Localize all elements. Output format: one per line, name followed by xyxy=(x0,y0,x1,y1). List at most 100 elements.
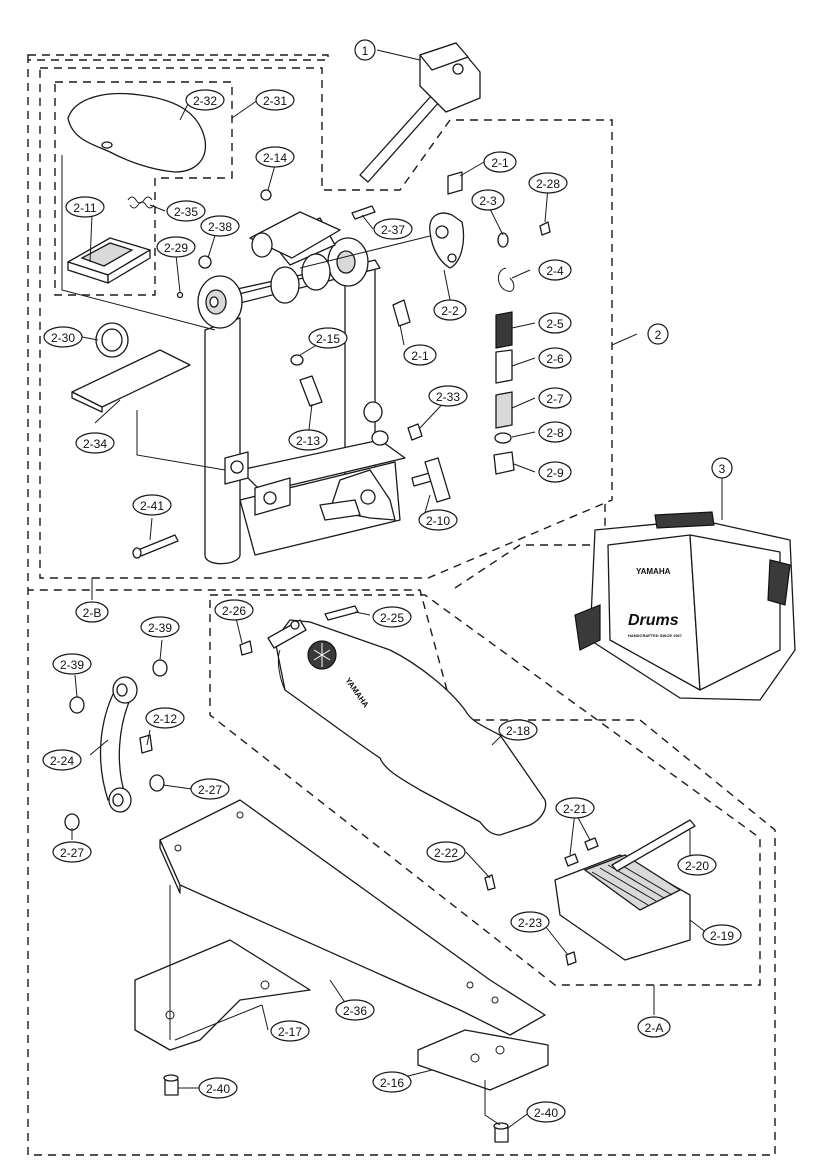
callout-label: 2-13 xyxy=(296,434,320,448)
toe-plate-2-19 xyxy=(554,819,696,966)
callout-label: 2-30 xyxy=(51,331,75,345)
callout-label: 2-40 xyxy=(206,1082,230,1096)
callout-p2A: 2-A xyxy=(637,1016,671,1038)
callout-label: 2 xyxy=(655,328,662,342)
callout-label: 2-25 xyxy=(380,611,404,625)
callout-bubbles: 1232-A2-B2-12-12-22-32-42-52-62-72-82-92… xyxy=(42,39,742,1123)
callout-label: 2-35 xyxy=(174,205,198,219)
callout-label: 2-31 xyxy=(263,94,287,108)
callout-label: 2-27 xyxy=(60,846,84,860)
hinge-link-2-24 xyxy=(64,659,168,831)
callout-label: 2-22 xyxy=(434,846,458,860)
callout-p2_10: 2-10 xyxy=(418,509,458,531)
callout-p2_31: 2-31 xyxy=(255,89,295,111)
group-outlines xyxy=(27,54,776,1156)
callout-label: 2-23 xyxy=(518,916,542,930)
leader-lines xyxy=(61,49,723,1129)
callout-p2_33: 2-33 xyxy=(428,385,468,407)
heel-plate-2-34 xyxy=(71,349,191,413)
callout-p2_15: 2-15 xyxy=(308,327,348,349)
bolt-2-41 xyxy=(132,534,179,559)
callout-p2: 2 xyxy=(647,323,669,345)
callout-label: 2-20 xyxy=(685,859,709,873)
callout-label: 2-1 xyxy=(411,349,429,363)
callout-p3: 3 xyxy=(711,457,733,479)
callout-label: 2-A xyxy=(645,1021,664,1035)
bolts-2-40 xyxy=(163,1074,509,1143)
callout-p2_1b: 2-1 xyxy=(403,344,437,366)
callout-label: 2-B xyxy=(83,606,102,620)
spring-assembly xyxy=(176,171,551,475)
callout-label: 2-26 xyxy=(222,604,246,618)
callout-label: 2-5 xyxy=(546,317,564,331)
callout-p2_28: 2-28 xyxy=(528,172,568,194)
callout-p2_29: 2-29 xyxy=(156,236,196,258)
callout-label: 2-32 xyxy=(193,94,217,108)
footboard-2-18: YAMAHA xyxy=(239,605,547,891)
callout-p2_24: 2-24 xyxy=(42,749,82,771)
callout-p2_23: 2-23 xyxy=(510,911,550,933)
callout-label: 2-39 xyxy=(60,658,84,672)
callout-p2_25: 2-25 xyxy=(372,606,412,628)
callout-p1: 1 xyxy=(354,39,376,61)
callout-p2_39a: 2-39 xyxy=(140,616,180,638)
callout-p2_26: 2-26 xyxy=(214,599,254,621)
outline-group-2-31 xyxy=(54,81,233,296)
callout-label: 2-38 xyxy=(208,220,232,234)
callout-p2_11: 2-11 xyxy=(65,196,105,218)
callout-p2_12: 2-12 xyxy=(145,707,185,729)
callout-p2_9: 2-9 xyxy=(538,461,572,483)
bag-brand: YAMAHA xyxy=(636,567,671,576)
callout-p2B: 2-B xyxy=(75,601,109,623)
callout-p2_30: 2-30 xyxy=(43,326,83,348)
callout-p2_18: 2-18 xyxy=(498,719,538,741)
callout-label: 2-24 xyxy=(50,754,74,768)
carrying-bag-3: YAMAHA Drums HANDCRAFTED SINCE 1967 xyxy=(574,511,796,701)
callout-p2_19: 2-19 xyxy=(702,924,742,946)
callout-label: 2-28 xyxy=(536,177,560,191)
callout-label: 2-7 xyxy=(546,392,564,406)
callout-p2_8: 2-8 xyxy=(538,421,572,443)
callout-p2_21: 2-21 xyxy=(555,797,595,819)
callout-p2_6: 2-6 xyxy=(538,347,572,369)
callout-label: 2-39 xyxy=(148,621,172,635)
callout-label: 2-6 xyxy=(546,352,564,366)
callout-p2_40b: 2-40 xyxy=(526,1101,566,1123)
callout-label: 2-17 xyxy=(278,1025,302,1039)
base-plate-2-36 xyxy=(159,799,546,1036)
callout-label: 2-37 xyxy=(381,223,405,237)
spring-2-35 xyxy=(127,196,155,209)
ring-2-30 xyxy=(95,322,129,358)
callout-p2_3: 2-3 xyxy=(471,189,505,211)
callout-p2_5: 2-5 xyxy=(538,312,572,334)
callout-p2_36: 2-36 xyxy=(335,999,375,1021)
callout-p2_7: 2-7 xyxy=(538,387,572,409)
callout-label: 2-29 xyxy=(164,241,188,255)
callout-label: 2-33 xyxy=(436,390,460,404)
outline-bag-region xyxy=(454,500,606,589)
callout-p2_35: 2-35 xyxy=(166,200,206,222)
callout-p2_1a: 2-1 xyxy=(483,151,517,173)
callout-p2_17: 2-17 xyxy=(270,1020,310,1042)
plate-2-16 xyxy=(417,1029,549,1091)
callout-label: 2-14 xyxy=(263,151,287,165)
callout-label: 2-36 xyxy=(343,1004,367,1018)
callout-p2_40a: 2-40 xyxy=(198,1077,238,1099)
callout-label: 2-10 xyxy=(426,514,450,528)
callout-label: 2-40 xyxy=(534,1106,558,1120)
callout-p2_41: 2-41 xyxy=(132,494,172,516)
callout-label: 3 xyxy=(719,462,726,476)
callout-p2_13: 2-13 xyxy=(288,429,328,451)
callout-label: 2-12 xyxy=(153,712,177,726)
callout-label: 1 xyxy=(362,44,369,58)
callout-p2_38: 2-38 xyxy=(200,215,240,237)
callout-label: 2-8 xyxy=(546,426,564,440)
bag-script: Drums xyxy=(628,612,679,629)
callout-p2_34: 2-34 xyxy=(75,432,115,454)
callout-p2_32: 2-32 xyxy=(185,89,225,111)
callout-label: 2-9 xyxy=(546,466,564,480)
callout-label: 2-1 xyxy=(491,156,509,170)
outline-whole-pedal xyxy=(27,54,776,1156)
bag-tagline: HANDCRAFTED SINCE 1967 xyxy=(628,633,683,638)
